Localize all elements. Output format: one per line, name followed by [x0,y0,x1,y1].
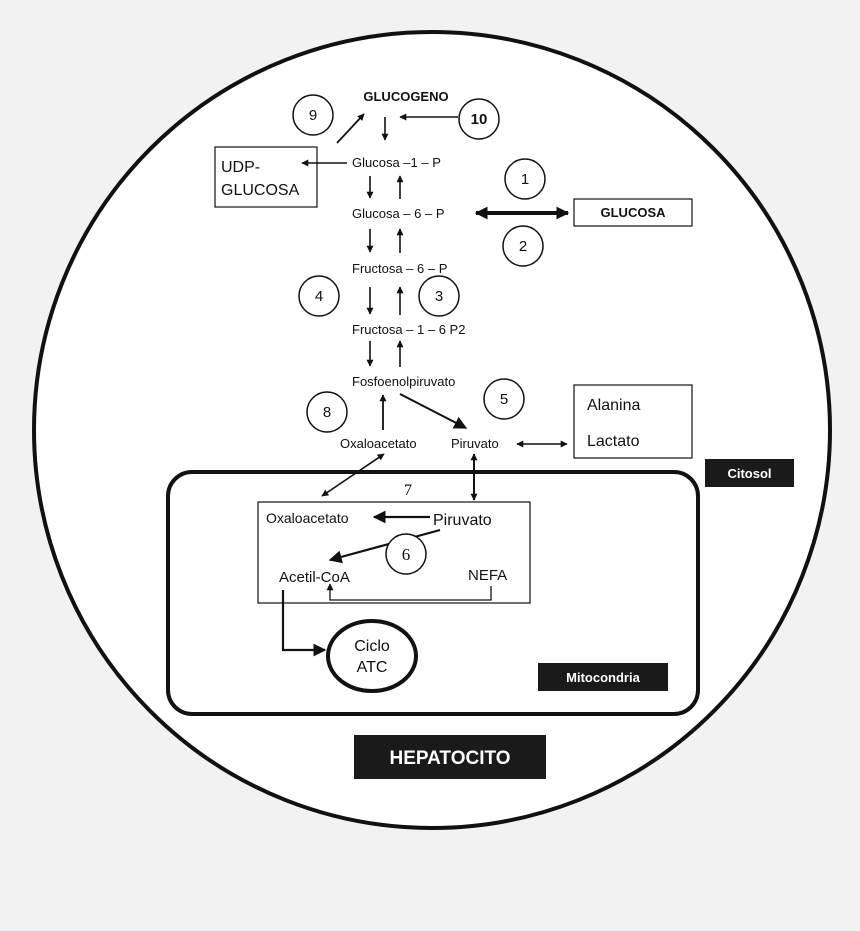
step-3-label: 3 [435,288,443,305]
step-6-label: 6 [402,545,411,564]
step-10-circle [458,98,500,140]
glucosa-box [573,198,693,227]
udp-glucosa-line2: GLUCOSA [221,182,300,199]
arrow-pep-to-piruvato [399,393,468,429]
arrow-9-to-glucogeno [336,113,365,144]
lactato-label: Lactato [587,433,640,450]
alanina-lactato-box [573,384,693,459]
oxaloacetato-mito-label: Oxaloacetato [266,510,349,526]
hepatocyte-cell [32,30,832,830]
hepatocito-label-box [354,735,546,779]
step-2-label: 2 [519,238,527,255]
citosol-label: Citosol [727,466,771,481]
mitochondria-inner-box [257,501,531,604]
step-6-circle [385,533,427,575]
acetil-coa-label: Acetil-CoA [279,569,350,586]
udp-glucosa-box [214,146,318,208]
step-7-label: 7 [404,482,412,499]
glucosa-6p-label: Glucosa – 6 – P [352,206,445,221]
alanina-label: Alanina [587,397,640,414]
hepatocito-label: HEPATOCITO [389,748,510,769]
ciclo-atc-ellipse [326,619,418,693]
arrow-oaa-cytosol-mito-exchange [321,453,385,497]
step-1-label: 1 [521,171,529,188]
step-4-circle [298,275,340,317]
step-4-label: 4 [315,288,323,305]
step-2-circle [502,225,544,267]
citosol-label-box [705,459,794,487]
step-8-label: 8 [323,404,331,421]
step-5-label: 5 [500,391,508,408]
udp-glucosa-line1: UDP- [221,159,260,176]
arrow-nefa-to-acetil-coa [326,583,492,601]
fosfoenolpiruvato-label: Fosfoenolpiruvato [352,374,455,389]
glucosa-1p-label: Glucosa –1 – P [352,155,441,170]
glucosa-label: GLUCOSA [601,205,667,220]
glucogeno-label: GLUCOGENO [363,89,448,104]
fructosa-16p2-label: Fructosa – 1 – 6 P2 [352,322,465,337]
mitocondria-label: Mitocondria [566,670,640,685]
mitochondria-compartment [166,470,700,716]
mitocondria-label-box [538,663,668,691]
step-8-circle [306,391,348,433]
arrow-piruvato-to-acetil-coa [328,528,441,564]
ciclo-atc-line1: Ciclo [354,638,390,655]
ciclo-atc-line2: ATC [357,659,388,676]
step-1-circle [504,158,546,200]
arrow-acetil-coa-to-ciclo-atc [281,590,327,657]
piruvato-cytosol-label: Piruvato [451,436,499,451]
fructosa-6p-label: Fructosa – 6 – P [352,261,447,276]
oxaloacetato-cytosol-label: Oxaloacetato [340,436,417,451]
step-9-circle [292,94,334,136]
nefa-label: NEFA [468,567,507,584]
step-5-circle [483,378,525,420]
step-3-circle [418,275,460,317]
piruvato-mito-label: Piruvato [433,512,492,529]
step-9-label: 9 [309,107,317,124]
step-10-label: 10 [471,111,488,128]
